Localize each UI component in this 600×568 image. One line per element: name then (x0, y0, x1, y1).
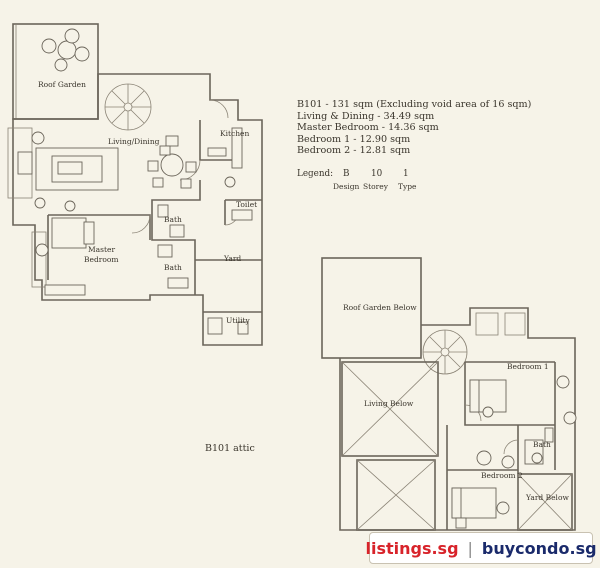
label-utility: Utility (226, 316, 251, 325)
legend-value-type: 1 (403, 169, 409, 179)
dining-table (160, 153, 184, 177)
label-bath-b: Bath (164, 263, 182, 272)
label-living-below: Living Below (364, 399, 414, 408)
label-bath-lower: Bath (533, 440, 551, 449)
master-bed (51, 217, 87, 249)
label-yard-below: Yard Below (525, 493, 569, 502)
label-bedroom1: Bedroom 1 (507, 362, 549, 371)
watermark-badge: listings.sg | buycondo.sg (365, 532, 597, 564)
lower-floor-plan: Roof Garden Below Living Below Bedroom 1… (321, 257, 577, 531)
spec-bedroom2: Bedroom 2 - 12.81 sqm (297, 145, 411, 157)
roof-garden-below-room (321, 257, 422, 359)
watermark-buycondo: buycondo.sg (481, 538, 597, 558)
label-toilet: Toilet (236, 200, 257, 209)
legend-caption-storey: Storey (363, 182, 388, 191)
label-yard: Yard (223, 254, 241, 263)
kitchen-counter (231, 127, 243, 169)
upper-floor-plan: Roof Garden Living/Dining Kitchen Toilet… (7, 23, 263, 346)
watermark-listings: listings.sg (365, 538, 459, 558)
upper-outline (12, 73, 263, 346)
label-kitchen: Kitchen (220, 129, 249, 138)
label-bedroom: Bedroom (84, 255, 118, 264)
legend-caption-design: Design (333, 182, 360, 191)
spec-bedroom1: Bedroom 1 - 12.90 sqm (297, 133, 411, 145)
legend-value-design: B (343, 169, 350, 179)
area-specifications: B101 - 131 sqm (Excluding void area of 1… (297, 99, 531, 157)
label-roof-garden: Roof Garden (38, 80, 86, 89)
spec-master-bedroom: Master Bedroom - 14.36 sqm (297, 122, 439, 134)
living-below-void (341, 361, 439, 457)
label-bedroom2: Bedroom 2 (481, 471, 523, 480)
label-bath-a: Bath (164, 215, 182, 224)
label-roof-garden-below: Roof Garden Below (343, 303, 417, 312)
roof-garden-room (12, 23, 99, 120)
legend-caption-type: Type (398, 182, 417, 191)
garden-table (57, 40, 77, 60)
watermark-separator: | (467, 538, 473, 558)
spec-total-area: B101 - 131 sqm (Excluding void area of 1… (297, 99, 532, 110)
legend-value-storey: 10 (371, 169, 383, 179)
spec-living-dining: Living & Dining - 34.49 sqm (297, 110, 435, 122)
label-living-dining: Living/Dining (108, 137, 160, 146)
attic-title: B101 attic (205, 443, 255, 454)
legend-label: Legend: (297, 169, 334, 179)
label-master: Master (88, 245, 115, 254)
